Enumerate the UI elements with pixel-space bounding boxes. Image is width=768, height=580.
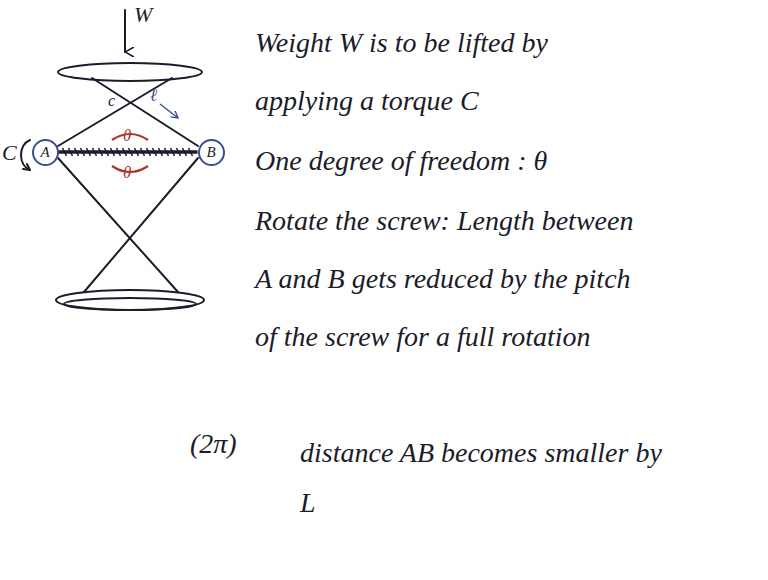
joint-label: B	[206, 144, 215, 161]
note-text: One degree of freedom : θ	[255, 132, 735, 190]
angle-label: θ	[123, 163, 131, 183]
length-label: ℓ	[150, 86, 157, 106]
note-text: Rotate the screw: Length between A and B…	[255, 192, 645, 366]
joint-circle: A	[32, 139, 59, 166]
torque-label: C	[2, 140, 17, 166]
angle-label: θ	[123, 126, 131, 146]
screw-shaft	[59, 148, 198, 156]
joint-label: A	[40, 144, 49, 161]
link-label: c	[108, 92, 115, 110]
joint-circle: B	[198, 139, 225, 166]
load-label: W	[134, 2, 152, 28]
note-text: Weight W is to be lifted by applying a t…	[255, 14, 605, 130]
note-text: distance AB becomes smaller by L	[300, 428, 675, 528]
note-text: (2π)	[190, 428, 237, 460]
